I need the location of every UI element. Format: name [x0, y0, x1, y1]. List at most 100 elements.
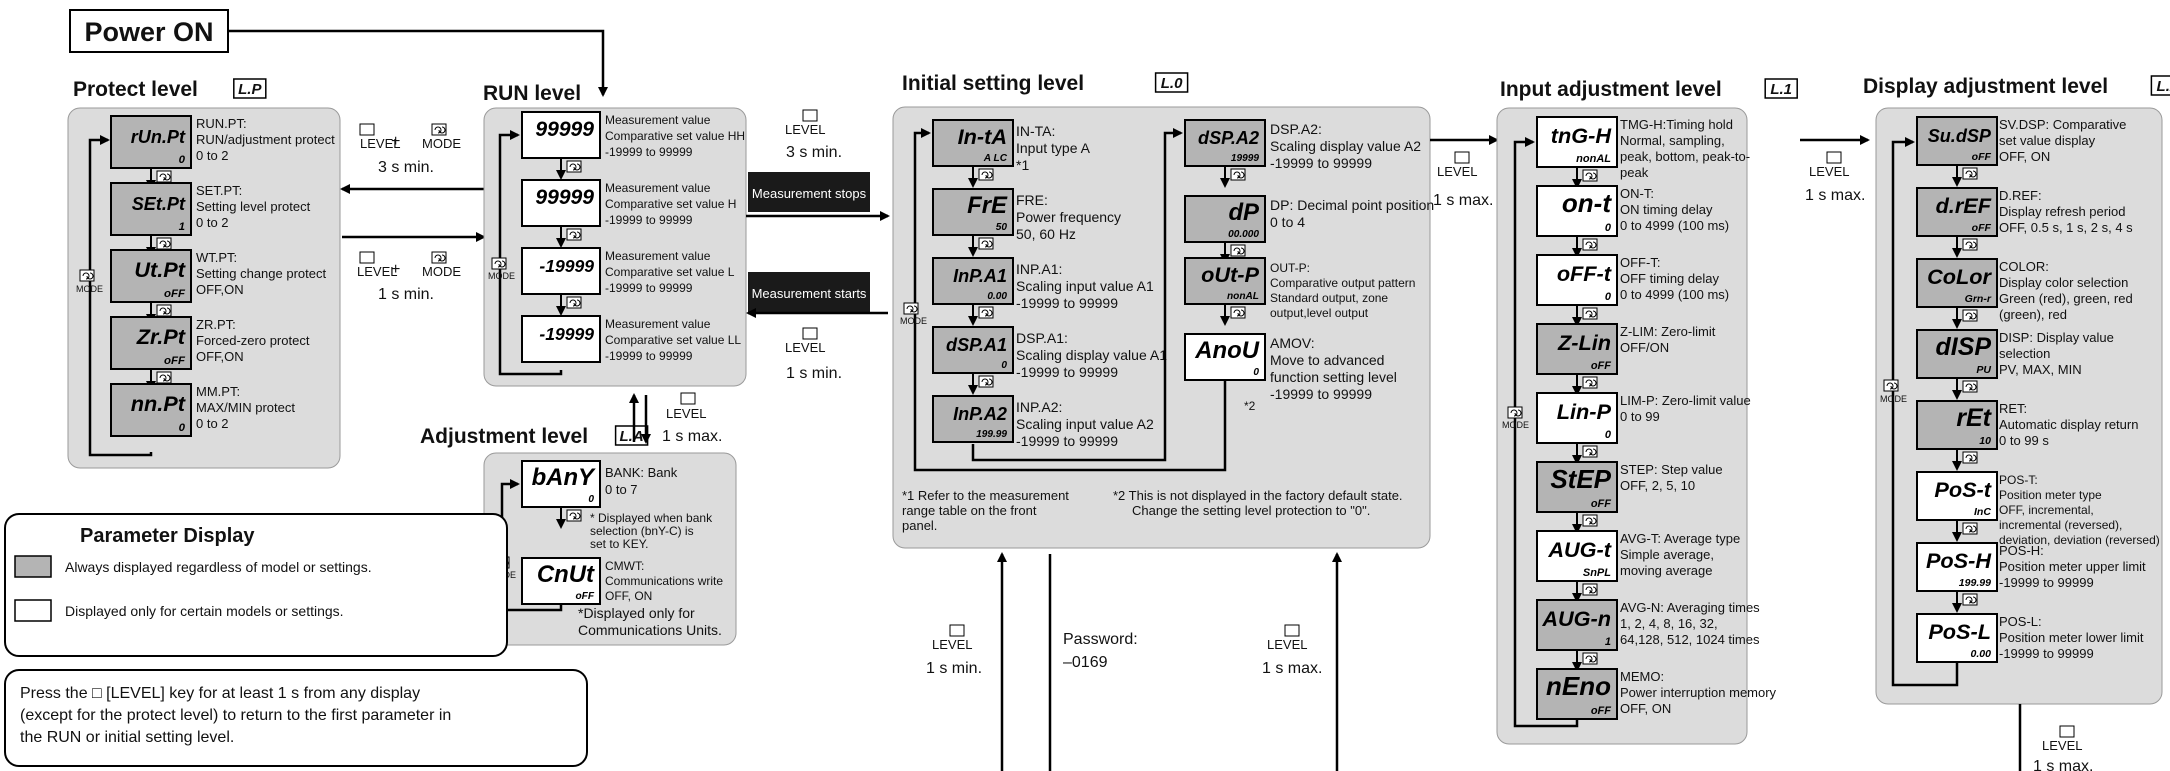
initial-footnote: *2 This is not displayed in the factory … [1113, 488, 1403, 503]
input-adj-param-text: STEP: Step value [1620, 462, 1723, 477]
input-adj-param-display: oFF-t0 [1536, 254, 1618, 306]
mode-key-icon [1962, 380, 1978, 393]
run-param-text: -19999 to 99999 [605, 281, 693, 295]
protect-param-text: RUN/adjustment protect [196, 132, 335, 147]
lcd-sub-text: nonAL [1227, 291, 1259, 302]
lcd-main-text: dSP.A1 [946, 335, 1007, 355]
time-label: 1 s max. [1805, 187, 1865, 204]
run-param-text: Measurement value [605, 113, 711, 127]
mode-key-icon [1582, 376, 1598, 389]
mode-key-glyph [82, 272, 94, 280]
mode-key-icon [978, 237, 994, 250]
initial-param-text: FRE: [1016, 192, 1048, 208]
input-adj-param-text: peak, bottom, peak-to- [1620, 149, 1750, 164]
lcd-main-text: AUG-n [1541, 606, 1611, 631]
lcd-main-text: InP.A2 [953, 404, 1007, 424]
mode-key-icon [1582, 169, 1598, 182]
lcd-sub-text: 0.00 [1970, 648, 1991, 660]
level-key-label: LEVEL [1809, 164, 1849, 179]
level-code: L.2 [2157, 78, 2170, 95]
adjustment-note: Communications Units. [578, 622, 722, 638]
display-adj-param-text: POS-H: [1999, 543, 2044, 558]
adjustment-note: set to KEY. [590, 537, 648, 551]
lcd-frame [110, 383, 192, 437]
mode-key-glyph [1585, 517, 1597, 525]
display-adj-param-text: OFF, incremental, [1999, 503, 2094, 517]
lcd-main-text: 99999 [535, 186, 594, 209]
initial-param-text: OUT-P: [1270, 261, 1310, 275]
protect-param-text: Setting level protect [196, 199, 311, 214]
mode-key-glyph [1585, 379, 1597, 387]
run-param-text: -19999 to 99999 [605, 349, 693, 363]
protect-param-text: SET.PT: [196, 183, 242, 198]
lcd-sub-text: 00.000 [1228, 229, 1259, 240]
level-key-label: LEVEL [2042, 738, 2082, 753]
mode-key-label: MODE [1880, 394, 1907, 404]
lcd-main-text: oUt-P [1201, 262, 1259, 287]
level-key-label: LEVEL [1267, 637, 1307, 652]
mode-key-label: MODE [422, 136, 461, 151]
initial-level-panel [892, 106, 1431, 549]
initial-level-title: Initial setting level [902, 72, 1084, 95]
time-label: 1 s max. [2033, 758, 2093, 771]
mode-key-glyph [159, 374, 171, 382]
mode-key-icon [1582, 238, 1598, 251]
lcd-main-text: PoS-H [1926, 548, 1992, 573]
lcd-main-text: bAnY [532, 464, 596, 491]
lcd-sub-text: 199.99 [976, 429, 1007, 440]
mode-key-icon [566, 509, 582, 522]
mode-key-label: MODE [900, 316, 927, 326]
display-adj-param-text: incremental (reversed), [1999, 518, 2122, 532]
lcd-sub-text: 199.99 [1959, 577, 1991, 589]
mode-key-icon [1962, 451, 1978, 464]
mode-key-icon [1582, 514, 1598, 527]
mode-key-glyph [159, 173, 171, 181]
protect-param-display: rUn.Pt0 [110, 115, 192, 169]
mode-key-glyph [434, 254, 446, 262]
lcd-frame [932, 188, 1014, 236]
initial-param-text: 50, 60 Hz [1016, 226, 1076, 242]
display-adj-param-text: OFF, 0.5 s, 1 s, 2 s, 4 s [1999, 220, 2133, 235]
adjustment-param-text: Communications write [605, 574, 723, 588]
lcd-sub-text: 50 [996, 222, 1008, 233]
mode-key-glyph [981, 378, 993, 386]
lcd-main-text: dP [1228, 199, 1259, 226]
level-key-label: LEVEL [1437, 164, 1477, 179]
adjustment-param-text: 0 to 7 [605, 482, 638, 497]
level-key-icon [359, 251, 375, 264]
input-adj-param-text: OFF, 2, 5, 10 [1620, 478, 1695, 493]
initial-param-text: -19999 to 99999 [1016, 295, 1118, 311]
initial-param-text: INP.A2: [1016, 399, 1062, 415]
level-key-icon [1826, 151, 1842, 164]
input-adj-param-text: MEMO: [1620, 669, 1664, 684]
input-adj-param-text: Z-LIM: Zero-limit [1620, 324, 1716, 339]
mode-key-glyph [981, 309, 993, 317]
lcd-main-text: oFF-t [1557, 261, 1612, 286]
plus-label: + [391, 261, 400, 278]
display-adj-param-text: D.REF: [1999, 188, 2042, 203]
mode-key-glyph [1233, 247, 1245, 255]
mode-key-glyph [981, 171, 993, 179]
legend-always-text: Always displayed regardless of model or … [65, 559, 372, 575]
protect-param-text: RUN.PT: [196, 116, 247, 131]
measurement-starts-label: Measurement starts [752, 286, 867, 301]
adjustment-level-title: Adjustment level [420, 425, 588, 448]
lcd-frame [521, 460, 601, 508]
input-adj-param-text: Simple average, [1620, 547, 1714, 562]
level-code: L.1 [1770, 81, 1792, 98]
mode-key-glyph [159, 240, 171, 248]
lcd-sub-text: InC [1974, 506, 1991, 518]
bottom-note-text: the RUN or initial setting level. [20, 729, 234, 746]
initial-param-text: Scaling input value A1 [1016, 278, 1154, 294]
mode-key-icon [1230, 306, 1246, 319]
input-adj-param-text: ON timing delay [1620, 202, 1713, 217]
initial-param-text: -19999 to 99999 [1270, 155, 1372, 171]
legend-box [4, 513, 508, 657]
lcd-sub-text: Grn-r [1965, 293, 1992, 305]
input-adj-param-text: 0 to 4999 (100 ms) [1620, 218, 1729, 233]
initial-param-display: InP.A2 199.99 [932, 395, 1014, 443]
lcd-main-text: Z-Lin [1557, 330, 1611, 355]
